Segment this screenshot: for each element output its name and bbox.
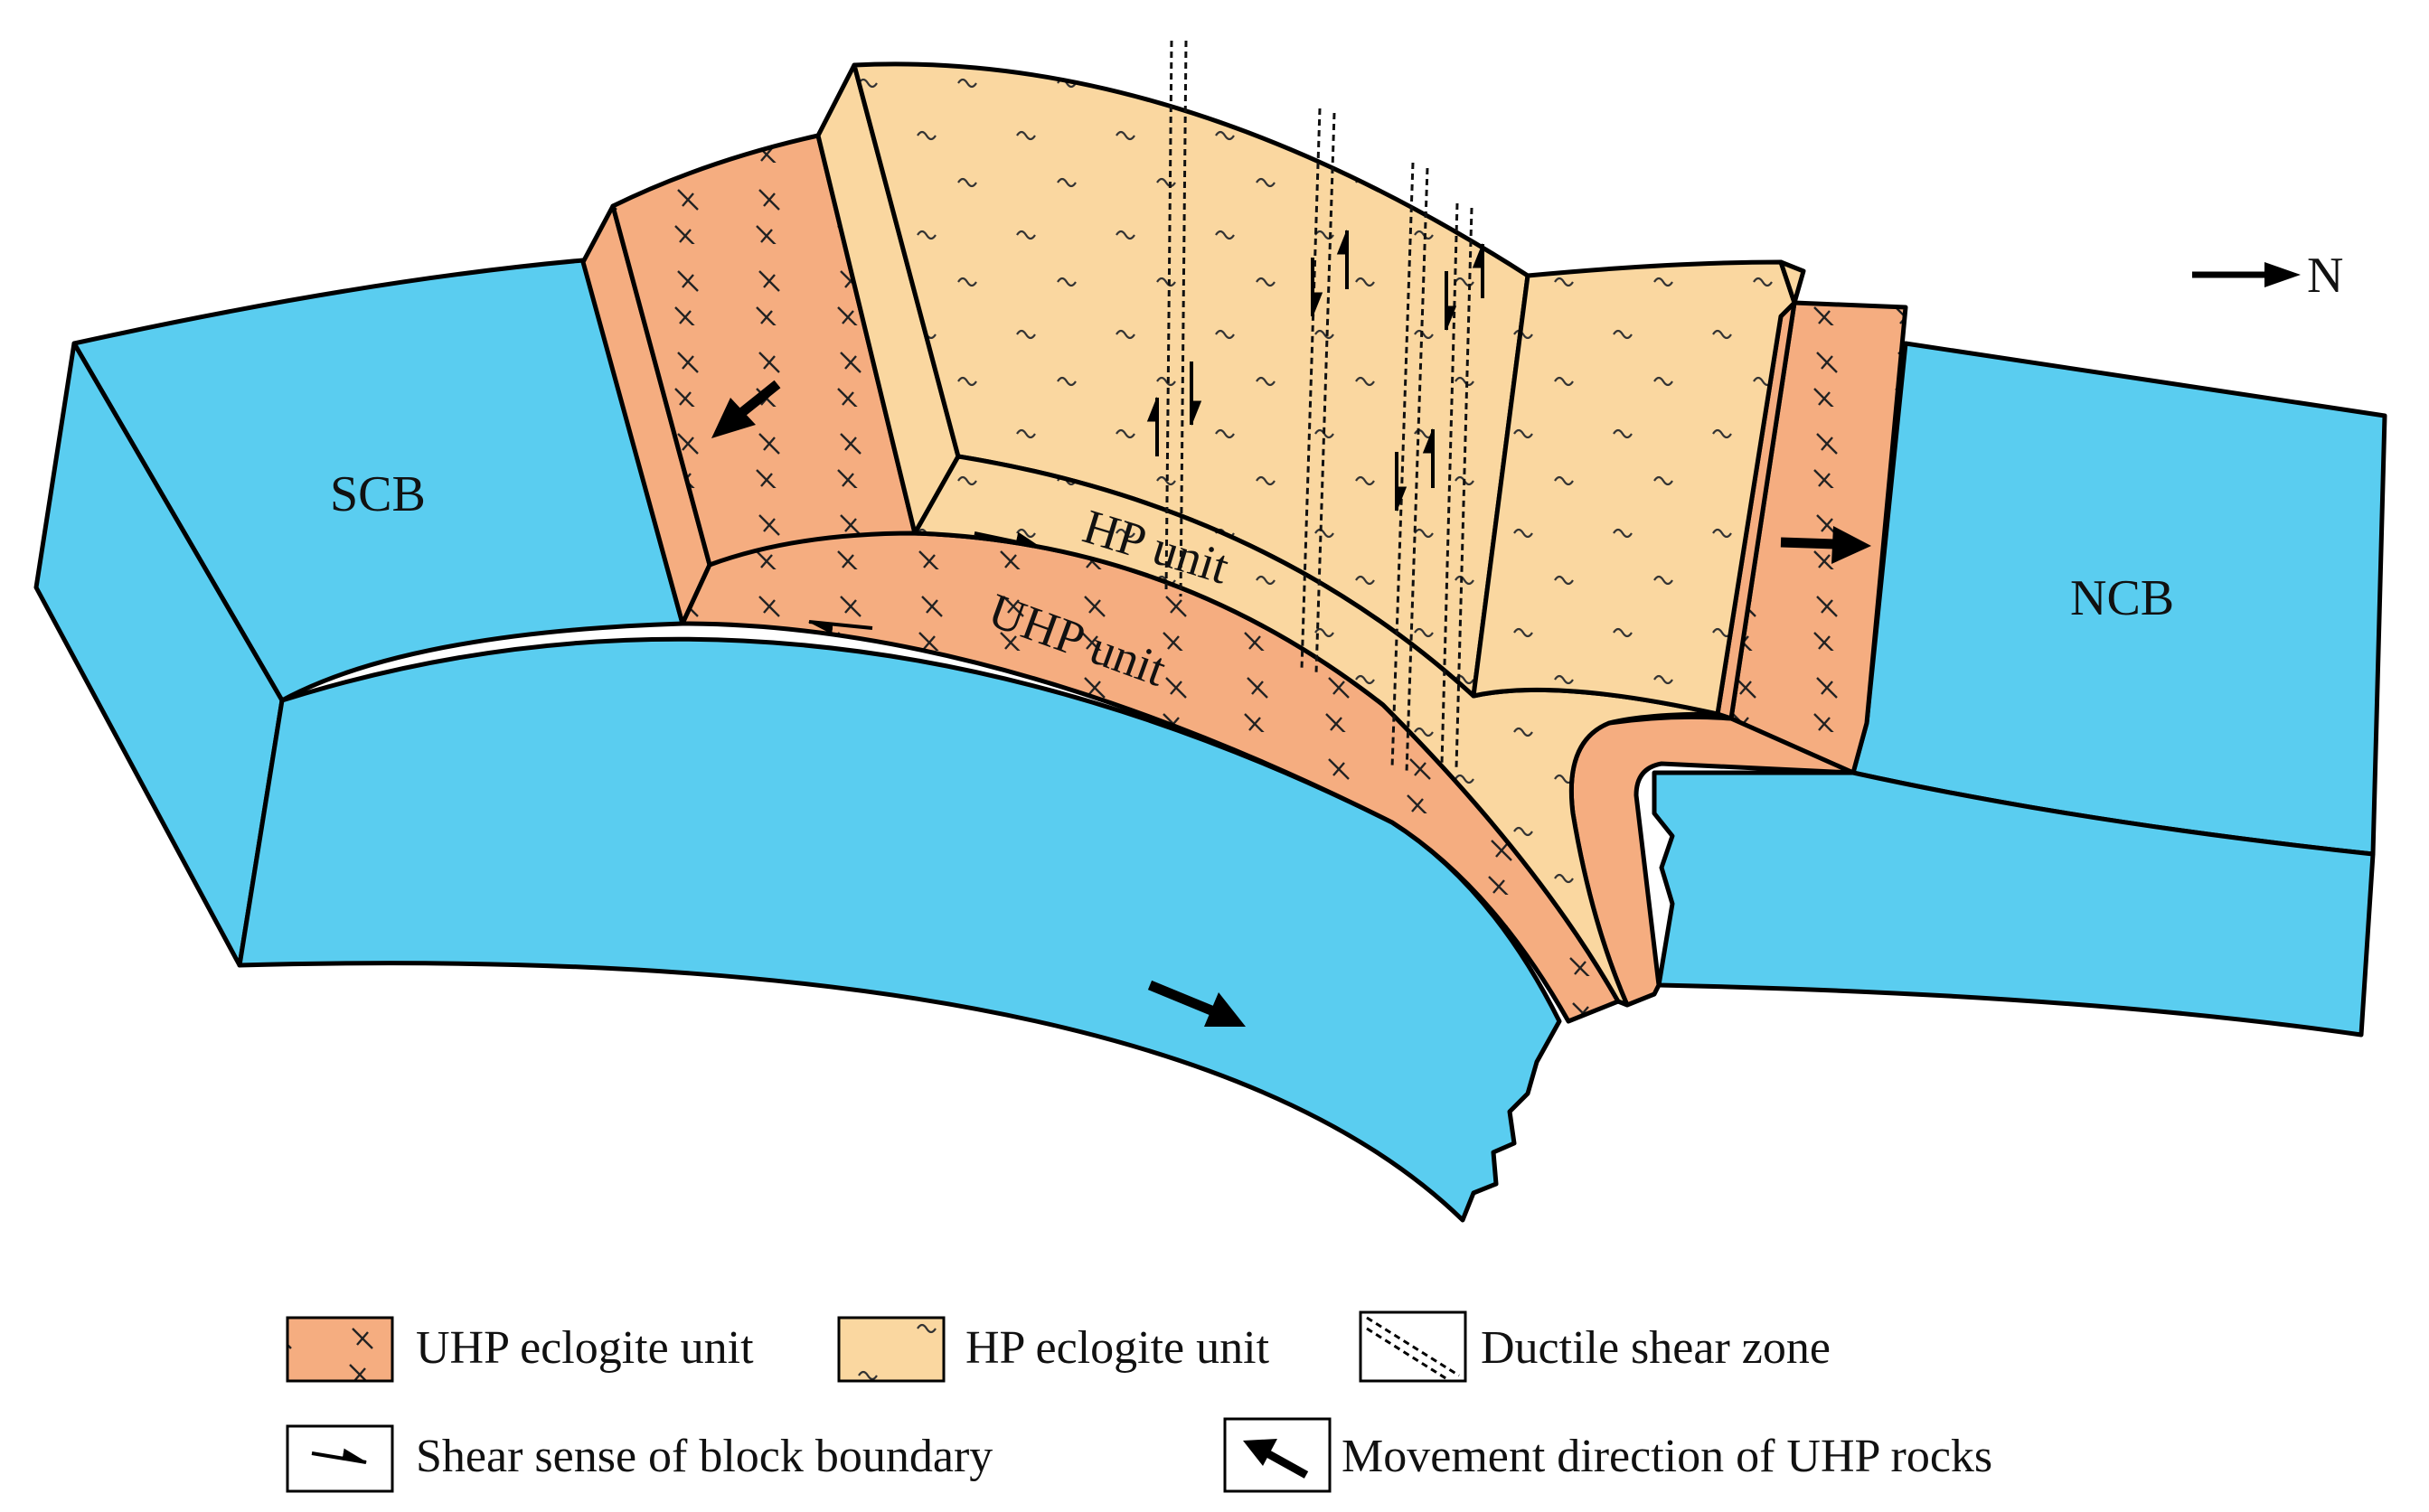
bold-arrow-icon (1243, 1439, 1309, 1479)
hp-front-face (912, 454, 1720, 1008)
scb-label: SCB (330, 466, 426, 522)
hp-right-top-face (1471, 259, 1797, 717)
legend-label-hp: HP eclogite unit (965, 1322, 1270, 1374)
half-arrow-icon (311, 1448, 368, 1464)
ncb-block (1652, 341, 2387, 1038)
legend-swatch-uhp (286, 1316, 394, 1383)
shear-zone-2a (1300, 108, 1322, 670)
shear-zone-1b (1179, 40, 1188, 597)
legend-label-shear-sense: Shear sense of block boundary (416, 1431, 993, 1482)
ductile-shear-zones (1164, 40, 1473, 774)
legend: UHP eclogite unit HP eclogite unit Ducti… (286, 1310, 1992, 1493)
north-label: N (2307, 248, 2343, 304)
ncb-front-face (1652, 770, 2376, 1038)
shear-sense-arrows (807, 229, 1484, 634)
movement-arrow-left (711, 380, 781, 438)
shear-zone-1a (1164, 40, 1173, 593)
movement-arrows (711, 380, 1871, 1027)
ncb-label: NCB (2070, 570, 2174, 626)
movement-arrow-slab (1147, 980, 1246, 1027)
shear-zone-4a (1440, 202, 1459, 765)
north-arrow-icon (2192, 262, 2301, 287)
legend-item-hp-eclogite: HP eclogite unit (837, 1316, 1270, 1383)
hp-right-side-face (1778, 259, 1806, 305)
legend-swatch-hp (837, 1316, 946, 1383)
movement-arrow-right (1780, 526, 1871, 564)
shear-zone-3a (1390, 162, 1415, 769)
legend-label-shear: Ductile shear zone (1481, 1322, 1831, 1374)
shear-arrow-uhp-base (807, 620, 873, 634)
legend-item-uhp-eclogite: UHP eclogite unit (286, 1316, 754, 1383)
scb-front-face (237, 636, 1562, 1223)
legend-item-shear-sense: Shear sense of block boundary (286, 1424, 993, 1493)
legend-label-uhp: UHP eclogite unit (416, 1322, 754, 1374)
shear-zone-4b (1455, 207, 1473, 769)
shear-zone-3b (1405, 167, 1429, 774)
shear-arrow-hp-base (974, 531, 1041, 549)
shear-zone-2b (1314, 112, 1336, 674)
legend-item-ductile-shear: Ductile shear zone (1359, 1310, 1831, 1383)
legend-item-movement: Movement direction of UHP rocks (1223, 1417, 1992, 1493)
legend-label-movement: Movement direction of UHP rocks (1342, 1431, 1992, 1482)
scb-block (33, 258, 1562, 1223)
